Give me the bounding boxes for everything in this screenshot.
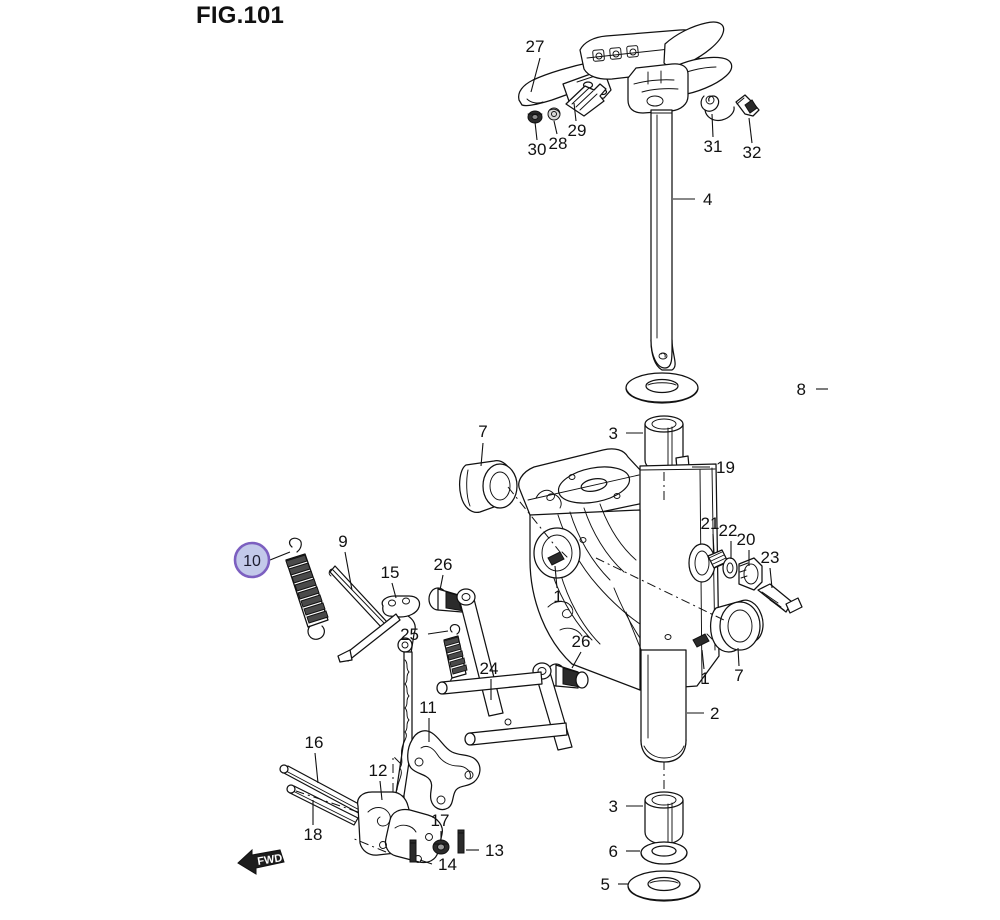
callout-32: 32 [743, 143, 762, 162]
callout-12: 12 [369, 761, 388, 780]
part-14-pin-cotter [409, 839, 417, 863]
page-title: FIG.101 [196, 2, 285, 29]
callout-5: 5 [601, 875, 610, 894]
callout-15: 15 [381, 563, 400, 582]
callout-26-upper: 26 [434, 555, 453, 574]
callout-9: 9 [338, 532, 347, 551]
part-11-clamp-bracket [407, 730, 481, 811]
part-16-rod-long [279, 764, 371, 818]
part-10-tension-spring [285, 537, 329, 640]
callout-21: 21 [701, 514, 720, 533]
part-29-bolt [565, 83, 607, 117]
callout-3-bottom: 3 [609, 797, 618, 816]
part-32-bolt [735, 94, 760, 117]
part-17-nut [432, 839, 450, 855]
callout-28: 28 [549, 134, 568, 153]
callout-11: 11 [419, 698, 437, 717]
part-7-bushing-right [709, 599, 764, 653]
part-22-washer [722, 557, 738, 579]
callout-6: 6 [609, 842, 618, 861]
assembly-line-bushing-right [595, 557, 727, 622]
callout-24: 24 [480, 659, 499, 678]
assembly-line-bushing-left [507, 486, 561, 553]
callout-8: 8 [797, 380, 806, 399]
part-1-screw-lower [692, 633, 713, 648]
part-8-thrust-washer [625, 372, 699, 404]
callout-26-lower: 26 [572, 632, 591, 651]
part-23-bolt [757, 583, 803, 614]
part-4-steering-shaft [650, 109, 676, 371]
handle-mount-body [579, 21, 733, 114]
assembly-line-rod-16 [295, 790, 359, 813]
callout-29: 29 [568, 121, 587, 140]
part-20-nut [738, 557, 763, 591]
part-24-stopper-frame [436, 588, 573, 751]
part-31-clip [700, 95, 735, 122]
part-13-pin-short [457, 829, 465, 854]
callout-14: 14 [438, 855, 457, 874]
callout-7-bottom: 7 [734, 666, 743, 685]
part-18-rod-second [286, 784, 359, 826]
callout-layer: 27 30 28 29 31 32 4 8 3 19 7 21 [304, 37, 828, 894]
highlight-badge-label: 10 [243, 553, 261, 570]
callout-19: 19 [716, 458, 735, 477]
part-15-link-rod [337, 595, 421, 813]
callout-25: 25 [400, 625, 419, 644]
callout-2: 2 [710, 704, 719, 723]
callout-13: 13 [485, 841, 504, 860]
part-9-pin-rod [328, 565, 388, 629]
callout-27: 27 [526, 37, 545, 56]
callout-23: 23 [761, 548, 780, 567]
part-2-swivel-tube [640, 649, 687, 763]
assembly-line-rod-18 [351, 837, 387, 853]
part-28-washer [547, 107, 561, 121]
fwd-direction-marker: FWD [237, 848, 285, 875]
callout-18: 18 [304, 825, 323, 844]
tiller-handle-assembly [517, 21, 760, 124]
fwd-label: FWD [257, 852, 284, 868]
callout-31: 31 [704, 137, 723, 156]
callout-1-lower: 1 [700, 669, 709, 688]
part-25-spring-small [443, 623, 468, 689]
callout-3-top: 3 [609, 424, 618, 443]
highlight-badge-part-10[interactable]: 10 [233, 541, 291, 579]
callout-22: 22 [719, 521, 738, 540]
callout-30: 30 [528, 140, 547, 159]
part-5-washer-large [627, 870, 701, 902]
callout-4: 4 [703, 190, 712, 209]
callout-20: 20 [737, 530, 756, 549]
callout-7-top: 7 [478, 422, 487, 441]
part-3-bushing-bottom [644, 791, 684, 845]
part-1-screw-upper [547, 551, 568, 566]
part-30-nut [527, 110, 543, 124]
part-12-lever-arm [356, 791, 444, 864]
callout-17: 17 [431, 811, 450, 830]
callout-16: 16 [305, 733, 324, 752]
part-7-bushing-left [459, 460, 518, 513]
callout-1-upper: 1 [553, 587, 562, 606]
part-6-washer-small [640, 841, 688, 865]
assembly-line-lever-up [392, 754, 402, 792]
